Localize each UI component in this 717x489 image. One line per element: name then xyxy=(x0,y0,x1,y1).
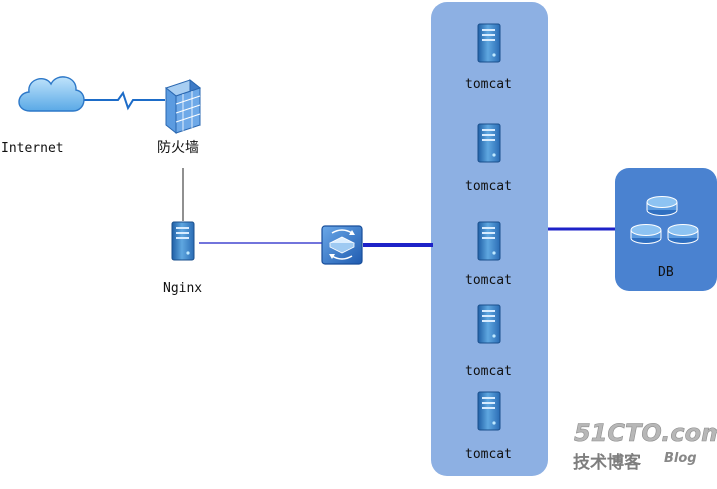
tomcat-servers: tomcat tomcat tomcat tomcat tomcat xyxy=(465,23,512,462)
firewall-icon xyxy=(164,78,202,135)
internet-label: Internet xyxy=(1,141,64,156)
tomcat-server-icon xyxy=(477,123,501,163)
internet-firewall-link xyxy=(82,90,165,111)
cloud-icon xyxy=(18,76,85,112)
tomcat-label: tomcat xyxy=(465,273,512,288)
tomcat-server-icon xyxy=(477,23,501,63)
db-panel xyxy=(615,168,717,291)
nginx-label: Nginx xyxy=(163,281,202,296)
db-disk-icon xyxy=(630,224,662,244)
tomcat-label: tomcat xyxy=(465,77,512,92)
db-disk-icon xyxy=(646,196,678,216)
watermark-site: 51CTO.com xyxy=(574,419,717,447)
db-label: DB xyxy=(658,265,674,280)
db-disk-icon xyxy=(667,224,699,244)
watermark-cn: 技术博客 xyxy=(573,452,642,473)
tomcat-server-icon xyxy=(477,304,501,344)
tomcat-label: tomcat xyxy=(465,364,512,379)
switch-icon xyxy=(321,225,363,265)
tomcat-server-icon xyxy=(477,221,501,261)
watermark-logo: 51CTO.com 技术博客 Blog xyxy=(573,419,717,473)
tomcat-server-icon xyxy=(477,391,501,431)
firewall-label: 防火墙 xyxy=(157,140,199,156)
nginx-server-icon xyxy=(171,221,195,261)
tomcat-label: tomcat xyxy=(465,447,512,462)
watermark-blog: Blog xyxy=(664,451,697,466)
tomcat-label: tomcat xyxy=(465,179,512,194)
